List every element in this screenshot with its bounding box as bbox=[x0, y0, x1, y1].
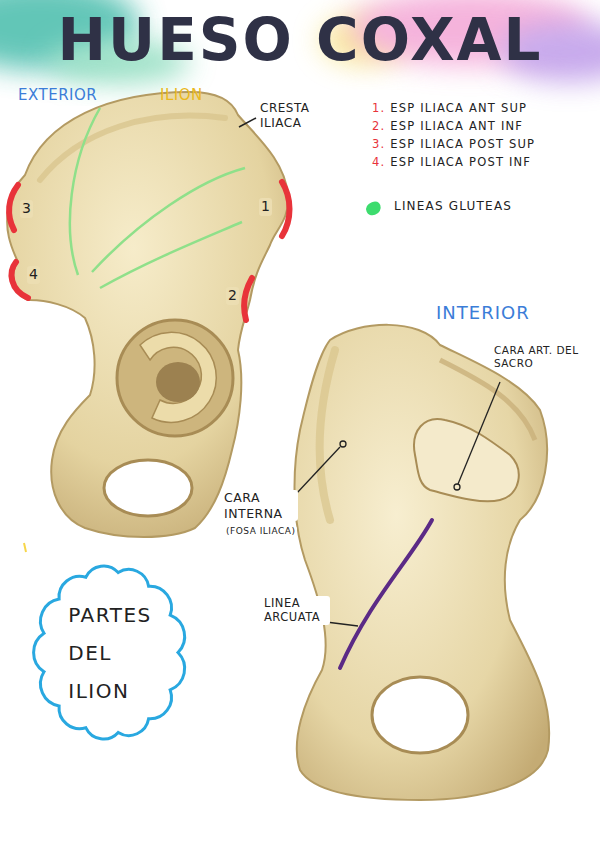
hip-bone-interior bbox=[295, 325, 550, 800]
gluteal-line bbox=[100, 222, 242, 288]
callout-number: 1 bbox=[259, 198, 272, 216]
leader-dot bbox=[454, 484, 460, 490]
bone-outline bbox=[7, 92, 288, 537]
hip-bone-exterior bbox=[7, 92, 289, 537]
tuberosity-shade bbox=[440, 360, 535, 440]
leader-line bbox=[239, 118, 256, 127]
legend-swatch bbox=[364, 200, 383, 217]
spine-mark bbox=[12, 262, 28, 298]
spine-mark bbox=[282, 182, 290, 236]
bone-outline bbox=[295, 325, 550, 800]
callout-number: 4 bbox=[27, 266, 40, 284]
cloud-text: PARTES DEL ILION bbox=[68, 596, 151, 710]
list-item: 4. ESP ILIACA POST INF bbox=[372, 155, 531, 169]
cloud-shape bbox=[34, 566, 185, 739]
part-label: CARA INTERNA bbox=[222, 490, 298, 521]
cloud-note: PARTES DEL ILION bbox=[30, 560, 190, 745]
lunate-surface bbox=[140, 332, 216, 422]
callout-number: 3 bbox=[20, 200, 33, 218]
part-label: (FOSA ILIACA) bbox=[224, 526, 297, 537]
fossa-shade bbox=[320, 350, 335, 520]
list-item: 2. ESP ILIACA ANT INF bbox=[372, 119, 523, 133]
obturator-foramen bbox=[104, 460, 192, 516]
paint-speck bbox=[24, 543, 26, 552]
obturator-foramen bbox=[372, 677, 468, 753]
list-item: 3. ESP ILIACA POST SUP bbox=[372, 137, 535, 151]
acetabular-fossa bbox=[156, 362, 200, 402]
gluteal-line bbox=[70, 108, 100, 275]
watercolor-band bbox=[0, 0, 600, 84]
page-title: HUESO COXAL bbox=[0, 6, 600, 74]
spine-mark bbox=[9, 185, 18, 230]
callout-number: 2 bbox=[226, 287, 239, 305]
view-label: ILION bbox=[160, 86, 203, 105]
part-label: CRESTA ILIACA bbox=[260, 101, 340, 131]
leader-dot bbox=[340, 441, 346, 447]
legend-text: LINEAS GLUTEAS bbox=[394, 199, 512, 213]
view-label: EXTERIOR bbox=[18, 86, 97, 105]
list-item: 1. ESP ILIACA ANT SUP bbox=[372, 101, 527, 115]
acetabulum bbox=[117, 320, 233, 436]
part-label: CARA ART. DEL SACRO bbox=[494, 344, 584, 370]
part-label: LINEA ARCUATA bbox=[262, 596, 330, 625]
leader-line bbox=[326, 622, 358, 626]
spine-mark bbox=[244, 278, 252, 320]
leader-line bbox=[458, 382, 500, 484]
leader-line bbox=[296, 447, 340, 494]
view-label: INTERIOR bbox=[436, 302, 530, 325]
crest-shade bbox=[40, 116, 225, 180]
gluteal-line bbox=[92, 168, 245, 272]
sacral-articular-surface bbox=[414, 419, 519, 501]
arcuate-line bbox=[340, 520, 432, 668]
